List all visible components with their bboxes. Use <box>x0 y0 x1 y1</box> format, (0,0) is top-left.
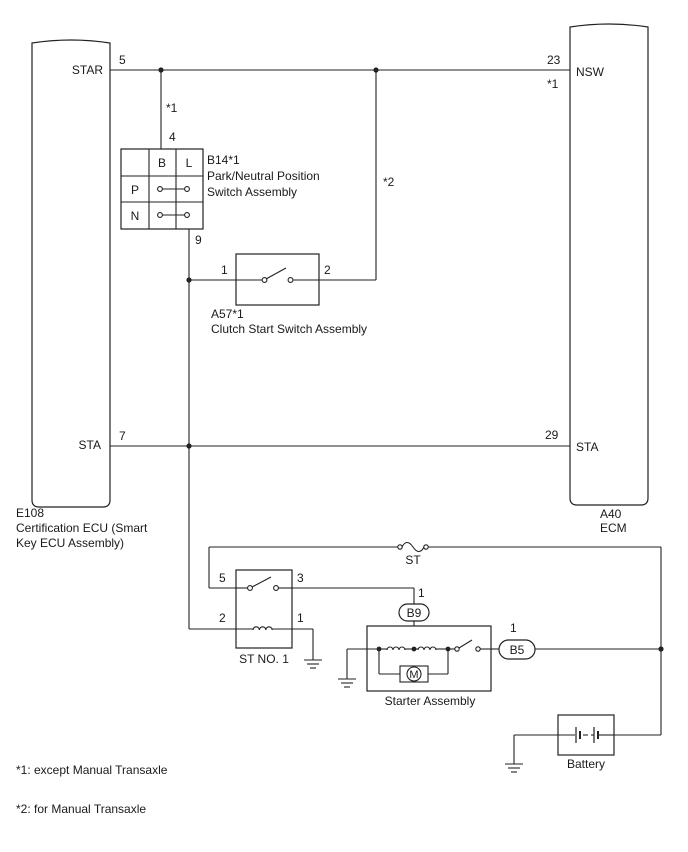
relay-pin-1: 1 <box>297 611 304 625</box>
ecu-left-pin-sta-signal: STA <box>79 438 101 452</box>
fuse-st-label: ST <box>405 553 421 567</box>
pn-switch-note: *1 <box>166 101 178 115</box>
battery: Battery <box>557 714 615 771</box>
ground-icon <box>304 659 322 669</box>
clutch-switch-code: A57*1 <box>211 307 244 321</box>
pn-switch-col-b: B <box>158 156 166 170</box>
relay-name: ST NO. 1 <box>239 652 289 666</box>
ecu-right-pin-nsw-note: *1 <box>547 77 559 91</box>
b5-pin: 1 <box>510 621 517 635</box>
junction-dot <box>186 443 192 449</box>
relay-pin-5: 5 <box>219 571 226 585</box>
ecu-left-name-line1: Certification ECU (Smart <box>16 521 148 535</box>
footnote-2: *2: for Manual Transaxle <box>16 802 146 816</box>
battery-name: Battery <box>567 757 605 771</box>
ecu-left-pin-star-signal: STAR <box>72 63 103 77</box>
junction-dot <box>411 646 417 652</box>
connector-b9-label: B9 <box>407 606 422 620</box>
connector-b9 <box>398 603 430 622</box>
pn-switch-col-l: L <box>186 156 193 170</box>
starter-name: Starter Assembly <box>385 694 476 708</box>
pn-switch-contact-n <box>157 212 190 218</box>
ecu-right-code: A40 <box>600 507 622 521</box>
pn-switch-pin-in: 4 <box>169 130 176 144</box>
ground-icon <box>338 678 356 688</box>
pn-switch-name-line2: Switch Assembly <box>207 185 297 199</box>
park-neutral-switch: *1 4 B L P N 9 B14*1 Park/Neutral Positi… <box>120 101 320 247</box>
ecu-left-pin-sta-number: 7 <box>119 429 126 443</box>
ecu-right: 23 NSW *1 29 STA A40 ECM <box>545 23 649 535</box>
pn-switch-pin-out: 9 <box>195 233 202 247</box>
motor-icon <box>406 666 422 682</box>
clutch-switch-pin-left: 1 <box>221 263 228 277</box>
motor-label: M <box>409 669 418 681</box>
connector-b5 <box>498 639 536 660</box>
fuse-st: ST <box>397 541 429 567</box>
starter-assembly: 1 B9 M 1 B5 Starter Assembly <box>346 586 536 708</box>
relay-pin-3: 3 <box>297 571 304 585</box>
clutch-switch-name: Clutch Start Switch Assembly <box>211 322 367 336</box>
b9-pin: 1 <box>418 586 425 600</box>
ecu-right-name: ECM <box>600 521 627 535</box>
clutch-switch-note: *2 <box>383 175 395 189</box>
pn-switch-row-n: N <box>131 209 140 223</box>
pn-switch-code: B14*1 <box>207 153 240 167</box>
ecu-right-pin-sta-number: 29 <box>545 428 559 442</box>
ecu-right-pin-nsw-number: 23 <box>547 53 561 67</box>
wires <box>110 67 664 764</box>
ground-icon <box>505 763 523 773</box>
pn-switch-name-line1: Park/Neutral Position <box>207 169 320 183</box>
relay-pin-2: 2 <box>219 611 226 625</box>
ecu-right-pin-nsw-signal: NSW <box>576 65 605 79</box>
ecu-right-pin-sta-signal: STA <box>576 440 598 454</box>
pn-switch-contact-p <box>157 186 190 192</box>
clutch-switch-pin-right: 2 <box>324 263 331 277</box>
ecu-left-pin-star-number: 5 <box>119 53 126 67</box>
connector-b5-label: B5 <box>510 643 525 657</box>
footnote-1: *1: except Manual Transaxle <box>16 763 168 777</box>
relay-st-no1: 5 3 2 1 ST NO. 1 <box>219 569 304 666</box>
ecu-left-name-line2: Key ECU Assembly) <box>16 536 124 550</box>
clutch-start-switch: *2 1 2 A57*1 Clutch Start Switch Assembl… <box>211 175 395 336</box>
ecu-left: STAR 5 STA 7 E108 Certification ECU (Sma… <box>16 39 148 550</box>
pn-switch-row-p: P <box>131 183 139 197</box>
ecu-left-code: E108 <box>16 506 44 520</box>
